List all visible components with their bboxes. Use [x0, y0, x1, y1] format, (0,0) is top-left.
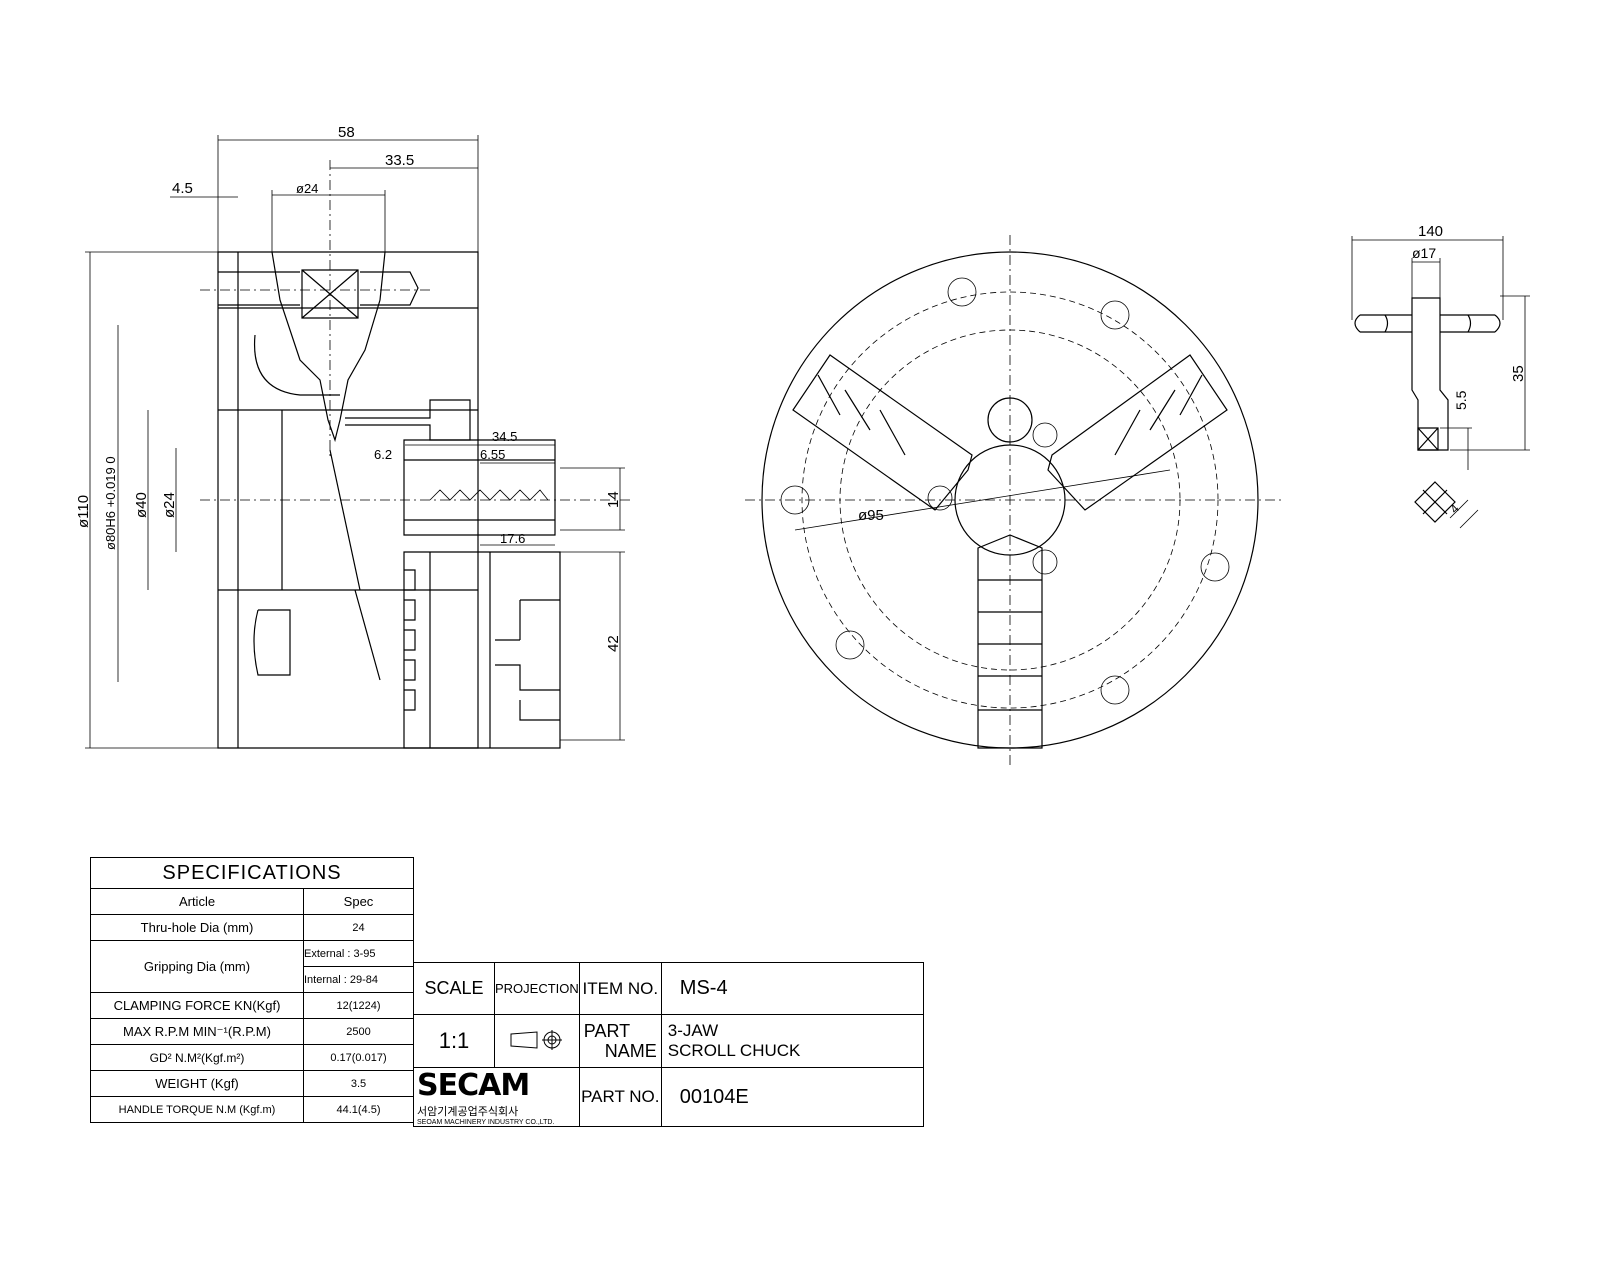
spec-value: External : 3-95	[303, 940, 414, 967]
spec-article: WEIGHT (Kgf)	[90, 1070, 304, 1097]
spec-value: 2500	[303, 1018, 414, 1045]
spec-article: HANDLE TORQUE N.M (Kgf.m)	[90, 1096, 304, 1123]
dim-4-5: 4.5	[172, 180, 193, 197]
company-logo: SECAM	[417, 1068, 530, 1103]
dim-140: 140	[1418, 223, 1443, 240]
dim-58: 58	[338, 124, 355, 141]
dim-33-5: 33.5	[385, 152, 414, 169]
spec-header-article: Article	[90, 888, 304, 915]
company-english: SEOAM MACHINERY INDUSTRY CO.,LTD.	[417, 1119, 555, 1126]
spec-value: 0.17(0.017)	[303, 1044, 414, 1071]
company-korean: 서암기계공업주식회사	[417, 1106, 519, 1118]
projection-symbol-icon	[494, 1014, 580, 1068]
dim-17-6: 17.6	[500, 531, 525, 546]
projection-label: PROJECTION	[494, 962, 580, 1015]
item-no: MS-4	[660, 962, 925, 1015]
dim-34-5: 34.5	[492, 429, 517, 444]
dim-dia40: ø40	[133, 492, 150, 518]
part-name-1: 3-JAW	[667, 1021, 719, 1040]
dim-5-5: 5.5	[1453, 390, 1469, 410]
spec-article: Thru-hole Dia (mm)	[90, 914, 304, 941]
item-no-label: ITEM NO.	[578, 962, 662, 1015]
dim-dia17: ø17	[1412, 245, 1436, 261]
dim-dia24: ø24	[161, 492, 178, 518]
spec-title: SPECIFICATIONS	[90, 857, 414, 889]
spec-article: Gripping Dia (mm)	[90, 940, 304, 993]
chuck-key-view: 140 ø17 35 5.5 4	[1351, 223, 1530, 529]
spec-value: 3.5	[303, 1070, 414, 1097]
dim-dia24-top: ø24	[296, 181, 318, 196]
dim-dia95: ø95	[858, 507, 884, 524]
scale-value: 1:1	[413, 1014, 495, 1068]
spec-value: Internal : 29-84	[303, 966, 414, 993]
dim-14: 14	[605, 491, 622, 508]
part-no-label: PART NO.	[578, 1067, 662, 1127]
dim-dia80h6: ø80H6 +0.019 0	[103, 456, 118, 550]
scale-label: SCALE	[413, 962, 495, 1015]
spec-value: 44.1(4.5)	[303, 1096, 414, 1123]
front-view: ø95	[745, 235, 1285, 765]
spec-article: MAX R.P.M MIN⁻¹(R.P.M)	[90, 1018, 304, 1045]
dim-6-2: 6.2	[374, 447, 392, 462]
part-no: 00104E	[660, 1067, 925, 1127]
part-name-2: SCROLL CHUCK	[667, 1041, 801, 1060]
side-section-view: 58 33.5 4.5 ø24 ø110 ø80H6 +0.019 0 ø40 …	[75, 124, 630, 749]
spec-value: 12(1224)	[303, 992, 414, 1019]
dim-dia110: ø110	[75, 495, 92, 528]
dim-35: 35	[1510, 365, 1527, 382]
dim-6-55: 6.55	[480, 447, 505, 462]
part-name-label-1: PART	[583, 1021, 631, 1041]
part-name-label-2: NAME	[604, 1041, 657, 1061]
spec-value: 24	[303, 914, 414, 941]
spec-article: GD² N.M²(Kgf.m²)	[90, 1044, 304, 1071]
dim-42: 42	[605, 635, 622, 652]
spec-header-spec: Spec	[303, 888, 414, 915]
spec-article: CLAMPING FORCE KN(Kgf)	[90, 992, 304, 1019]
